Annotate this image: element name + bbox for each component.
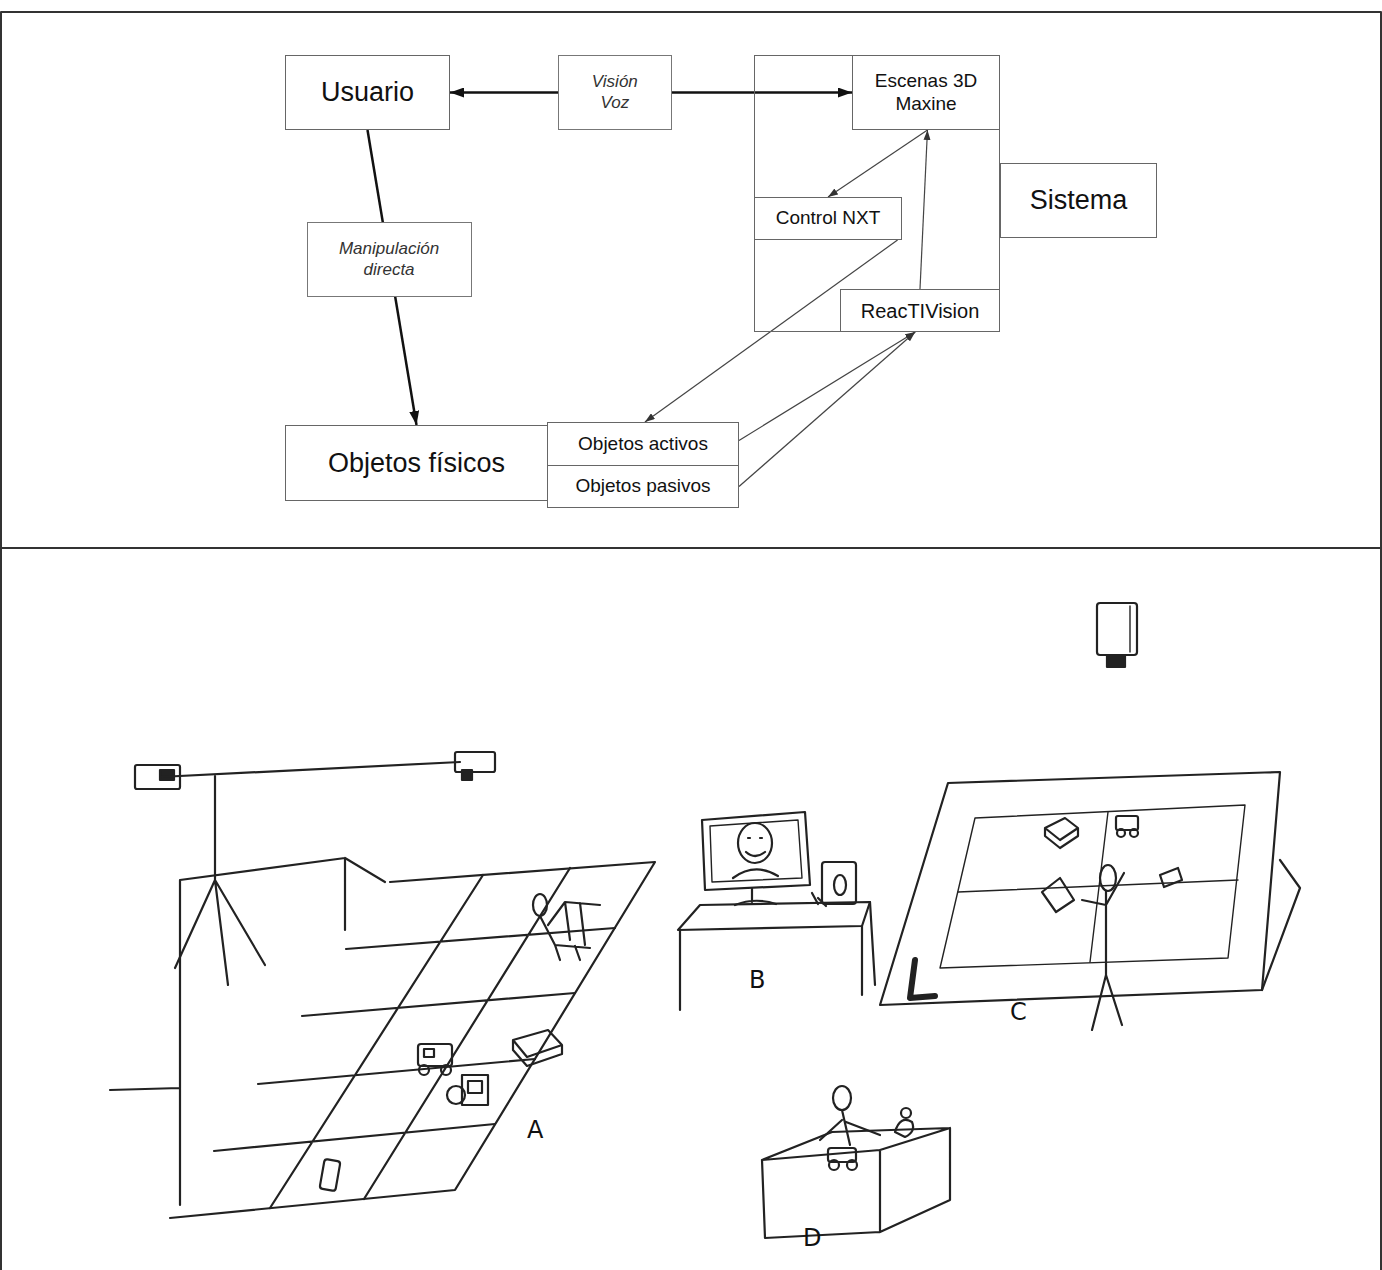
camera-right-lens <box>462 770 472 780</box>
surface-car <box>1116 816 1138 830</box>
projector-lens <box>1107 655 1125 667</box>
cube-object-detail <box>468 1081 482 1093</box>
table-surface <box>170 862 655 1218</box>
box-object <box>513 1030 562 1066</box>
mouse-cable <box>812 893 826 906</box>
container-heading: Sistema <box>1000 163 1157 238</box>
tripod-bar <box>160 762 460 777</box>
robot-car-detail <box>424 1049 434 1057</box>
toy-car-wheel <box>829 1160 839 1170</box>
process-box: Objetos pasivos <box>547 465 739 508</box>
process-box: Objetos activos <box>547 422 739 466</box>
process-box: Control NXT <box>754 197 902 240</box>
box-label: Objetos activos <box>578 433 708 456</box>
standing-user <box>1082 873 1124 1030</box>
camera-left-lens <box>160 770 174 780</box>
tripod-legs <box>175 776 265 985</box>
floor-edge <box>1262 860 1300 990</box>
surface-box <box>1045 818 1078 848</box>
surface-object <box>1160 868 1182 887</box>
play-box <box>762 1128 950 1238</box>
projector-detail <box>1129 606 1130 652</box>
toy-car-wheel <box>847 1160 857 1170</box>
child-head <box>833 1086 851 1110</box>
avatar-features <box>733 838 778 878</box>
station-letter: B <box>749 968 765 992</box>
projected-grid <box>940 805 1245 968</box>
robot-wheel <box>441 1065 451 1075</box>
table-grid <box>214 868 615 1208</box>
monitor-screen <box>710 820 802 882</box>
surface-paper <box>1042 878 1074 912</box>
data-flow-arrow <box>920 130 927 289</box>
crawling-child <box>540 902 600 960</box>
station-letter: D <box>803 1226 821 1250</box>
edge-label: Visión Voz <box>592 72 638 113</box>
table-block <box>110 858 385 1205</box>
desk-top <box>678 902 870 930</box>
toy-duck-head <box>901 1108 911 1118</box>
speaker-cone <box>834 875 846 895</box>
toy-duck <box>895 1120 913 1137</box>
corner-mark <box>910 960 935 998</box>
ball-object <box>447 1086 465 1104</box>
desk-legs <box>680 902 875 1010</box>
phone-object <box>320 1159 341 1191</box>
system-container: SistemaEscenas 3D MaxineControl NXTReacT… <box>754 55 1000 332</box>
user-head <box>1100 865 1116 891</box>
process-box: Usuario <box>285 55 450 130</box>
monitor <box>702 812 810 890</box>
page-frame <box>1 12 1381 1270</box>
projector <box>1097 603 1137 655</box>
edge-label-box: Visión Voz <box>558 55 672 130</box>
station-letter: C <box>1010 1000 1027 1024</box>
child-head <box>533 894 547 916</box>
surface-car-wheel <box>1117 829 1125 837</box>
robot-car <box>418 1044 452 1066</box>
monitor-stand <box>735 888 776 905</box>
data-flow-arrow <box>828 130 927 197</box>
speaker <box>822 862 856 904</box>
edge-label-box: Manipulación directa <box>307 222 472 297</box>
box-label: Objetos físicos <box>328 447 505 479</box>
box-label: Usuario <box>321 76 414 108</box>
projection-surface <box>880 772 1280 1005</box>
process-box: Escenas 3D Maxine <box>852 55 1000 130</box>
panel-divider <box>1 547 1381 549</box>
edge-label: Manipulación directa <box>339 239 439 280</box>
robot-wheel <box>419 1065 429 1075</box>
box-label: Control NXT <box>776 207 881 230</box>
box-label: Objetos pasivos <box>575 475 710 498</box>
box-label: ReacTIVision <box>861 299 980 323</box>
cube-object <box>462 1075 488 1105</box>
station-letter: A <box>527 1118 543 1142</box>
data-flow-arrow <box>739 332 915 440</box>
projected-grid-lines <box>958 812 1238 962</box>
process-box: ReacTIVision <box>840 289 1000 332</box>
data-flow-arrow <box>739 332 915 487</box>
surface-car-wheel <box>1130 829 1138 837</box>
process-box: Objetos físicos <box>285 425 548 501</box>
box-label: Escenas 3D Maxine <box>859 70 993 116</box>
sitting-child <box>820 1110 880 1145</box>
